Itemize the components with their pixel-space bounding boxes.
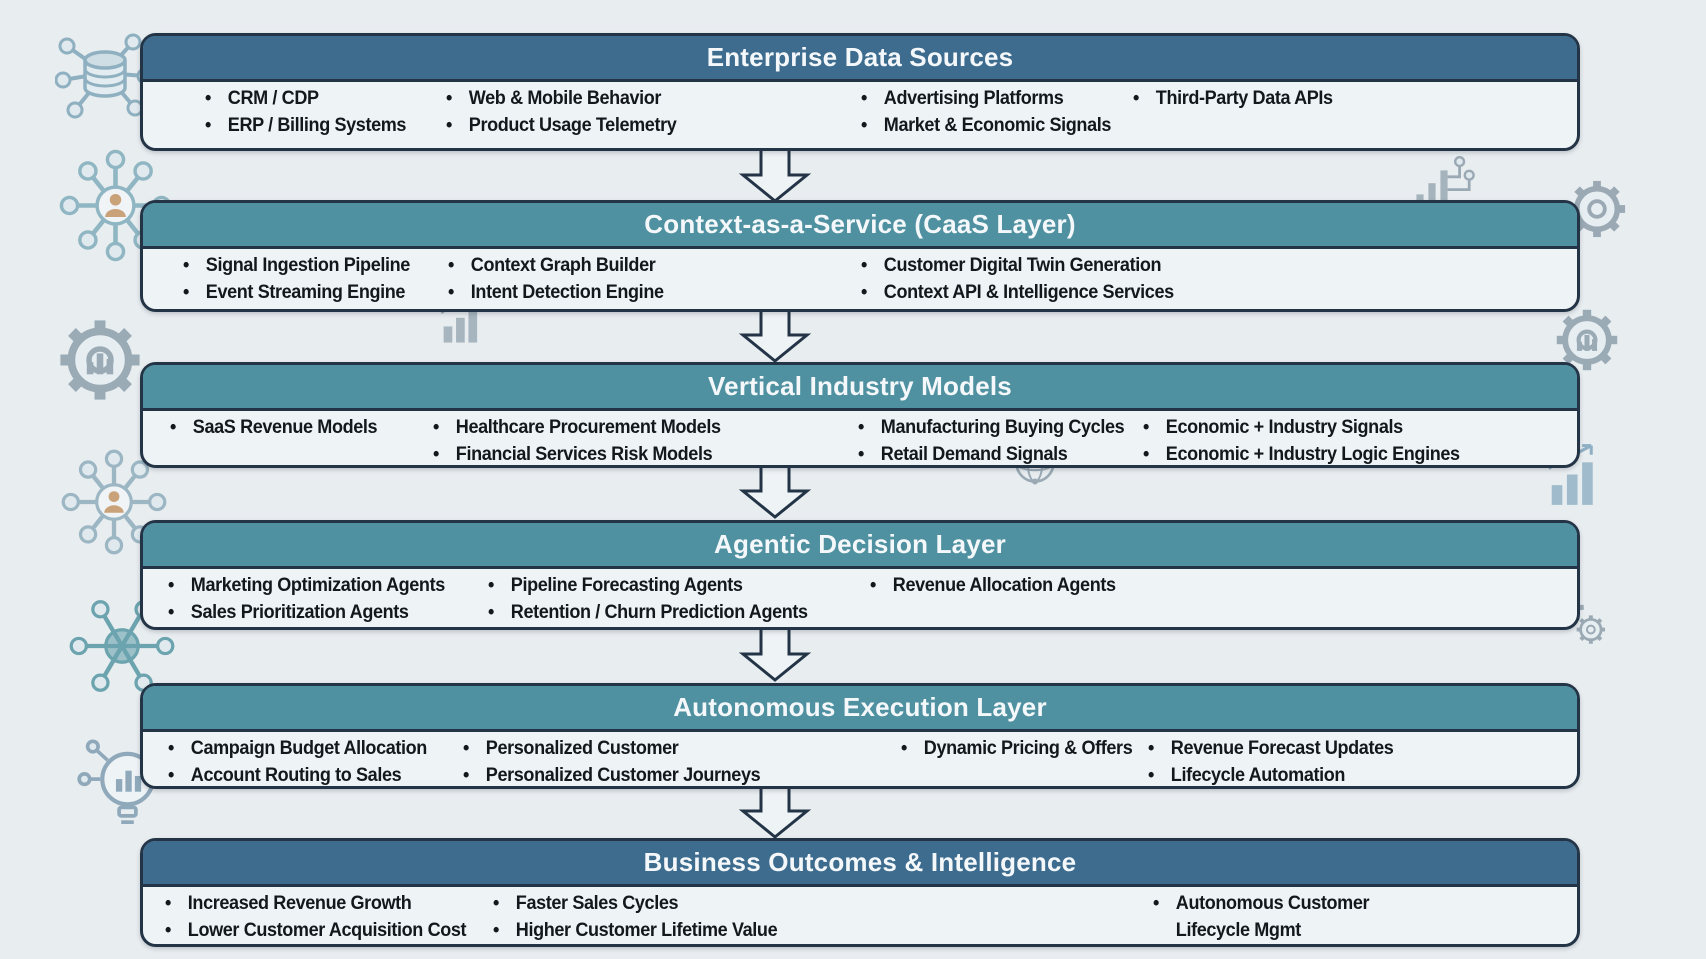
list-item: Context Graph Builder bbox=[448, 252, 664, 279]
layer-body: Marketing Optimization Agents Sales Prio… bbox=[143, 569, 1577, 623]
list-item: Healthcare Procurement Models bbox=[433, 414, 721, 441]
list-item: Financial Services Risk Models bbox=[433, 441, 721, 468]
column: Revenue Forecast Updates Lifecycle Autom… bbox=[1148, 735, 1394, 789]
layer-title: Agentic Decision Layer bbox=[714, 529, 1006, 559]
column: Signal Ingestion Pipeline Event Streamin… bbox=[183, 252, 411, 306]
layer-context-as-a-service: Context-as-a-Service (CaaS Layer) Signal… bbox=[140, 200, 1580, 312]
column: Healthcare Procurement Models Financial … bbox=[433, 414, 721, 468]
list-item: Lower Customer Acquisition Cost bbox=[165, 917, 467, 944]
column: Customer Digital Twin Generation Context… bbox=[861, 252, 1174, 306]
list-item: Revenue Forecast Updates bbox=[1148, 735, 1394, 762]
list-item: SaaS Revenue Models bbox=[170, 414, 378, 441]
column: CRM / CDP ERP / Billing Systems bbox=[205, 85, 407, 139]
list-item: Intent Detection Engine bbox=[448, 279, 664, 306]
gear-chart-icon bbox=[45, 305, 155, 415]
down-arrow bbox=[738, 783, 812, 839]
layer-title: Context-as-a-Service (CaaS Layer) bbox=[644, 209, 1076, 239]
layer-autonomous-execution: Autonomous Execution Layer Campaign Budg… bbox=[140, 683, 1580, 789]
list-item: ERP / Billing Systems bbox=[205, 112, 407, 139]
layer-header: Vertical Industry Models bbox=[143, 365, 1577, 411]
layer-header: Agentic Decision Layer bbox=[143, 523, 1577, 569]
list-item: Web & Mobile Behavior bbox=[446, 85, 676, 112]
layer-body: Signal Ingestion Pipeline Event Streamin… bbox=[143, 249, 1577, 303]
column: Increased Revenue Growth Lower Customer … bbox=[165, 890, 467, 944]
layer-body: SaaS Revenue Models Healthcare Procureme… bbox=[143, 411, 1577, 465]
list-item: Signal Ingestion Pipeline bbox=[183, 252, 411, 279]
column: Advertising Platforms Market & Economic … bbox=[861, 85, 1112, 139]
list-item: Account Routing to Sales bbox=[168, 762, 427, 789]
list-item: Marketing Optimization Agents bbox=[168, 572, 445, 599]
list-item: Third-Party Data APIs bbox=[1133, 85, 1333, 112]
layer-vertical-industry-models: Vertical Industry Models SaaS Revenue Mo… bbox=[140, 362, 1580, 468]
down-arrow bbox=[738, 147, 812, 203]
list-item: Retail Demand Signals bbox=[858, 441, 1124, 468]
column: Third-Party Data APIs bbox=[1133, 85, 1333, 112]
list-item: Manufacturing Buying Cycles bbox=[858, 414, 1125, 441]
list-item: Advertising Platforms bbox=[861, 85, 1111, 112]
list-item: Faster Sales Cycles bbox=[493, 890, 777, 917]
down-arrow bbox=[738, 626, 812, 682]
layer-enterprise-data-sources: Enterprise Data Sources CRM / CDP ERP / … bbox=[140, 33, 1580, 151]
list-item: Economic + Industry Logic Engines bbox=[1143, 441, 1460, 468]
list-item: Dynamic Pricing & Offers bbox=[901, 735, 1133, 762]
list-item: Lifecycle Automation bbox=[1148, 762, 1393, 789]
column: Economic + Industry Signals Economic + I… bbox=[1143, 414, 1460, 468]
down-arrow bbox=[738, 307, 812, 363]
list-item: Customer Digital Twin Generation bbox=[861, 252, 1174, 279]
list-item: Market & Economic Signals bbox=[861, 112, 1112, 139]
list-item: CRM / CDP bbox=[205, 85, 406, 112]
list-item: Revenue Allocation Agents bbox=[870, 572, 1116, 599]
list-item: Product Usage Telemetry bbox=[446, 112, 677, 139]
layer-title: Business Outcomes & Intelligence bbox=[643, 847, 1077, 877]
layer-body: CRM / CDP ERP / Billing Systems Web & Mo… bbox=[143, 82, 1577, 142]
list-item: Sales Prioritization Agents bbox=[168, 599, 445, 626]
layer-body: Increased Revenue Growth Lower Customer … bbox=[143, 887, 1577, 941]
layer-agentic-decision: Agentic Decision Layer Marketing Optimiz… bbox=[140, 520, 1580, 630]
list-item: Personalized Customer Journeys bbox=[463, 762, 761, 789]
list-item: Context API & Intelligence Services bbox=[861, 279, 1174, 306]
column: Manufacturing Buying Cycles Retail Deman… bbox=[858, 414, 1125, 468]
column: Dynamic Pricing & Offers bbox=[901, 735, 1133, 762]
list-item: Retention / Churn Prediction Agents bbox=[488, 599, 808, 626]
column: Campaign Budget Allocation Account Routi… bbox=[168, 735, 428, 789]
list-item: Personalized Customer bbox=[463, 735, 760, 762]
column: Web & Mobile Behavior Product Usage Tele… bbox=[446, 85, 677, 139]
layer-header: Context-as-a-Service (CaaS Layer) bbox=[143, 203, 1577, 249]
layer-body: Campaign Budget Allocation Account Routi… bbox=[143, 732, 1577, 786]
column: Pipeline Forecasting Agents Retention / … bbox=[488, 572, 808, 626]
layer-business-outcomes: Business Outcomes & Intelligence Increas… bbox=[140, 838, 1580, 947]
list-item: Increased Revenue Growth bbox=[165, 890, 466, 917]
layer-title: Vertical Industry Models bbox=[708, 371, 1012, 401]
list-item: Autonomous Customer Lifecycle Mgmt bbox=[1153, 890, 1413, 944]
column: Autonomous Customer Lifecycle Mgmt bbox=[1153, 890, 1413, 944]
layer-title: Autonomous Execution Layer bbox=[673, 692, 1047, 722]
column: Faster Sales Cycles Higher Customer Life… bbox=[493, 890, 778, 944]
list-item: Economic + Industry Signals bbox=[1143, 414, 1460, 441]
layer-header: Business Outcomes & Intelligence bbox=[143, 841, 1577, 887]
layer-title: Enterprise Data Sources bbox=[706, 42, 1014, 72]
list-item: Pipeline Forecasting Agents bbox=[488, 572, 808, 599]
list-item: Campaign Budget Allocation bbox=[168, 735, 428, 762]
column: Context Graph Builder Intent Detection E… bbox=[448, 252, 664, 306]
column: Personalized Customer Personalized Custo… bbox=[463, 735, 761, 789]
layer-header: Autonomous Execution Layer bbox=[143, 686, 1577, 732]
down-arrow bbox=[738, 463, 812, 519]
column: SaaS Revenue Models bbox=[170, 414, 378, 441]
list-item: Higher Customer Lifetime Value bbox=[493, 917, 778, 944]
list-item: Event Streaming Engine bbox=[183, 279, 410, 306]
layer-header: Enterprise Data Sources bbox=[143, 36, 1577, 82]
column: Marketing Optimization Agents Sales Prio… bbox=[168, 572, 445, 626]
column: Revenue Allocation Agents bbox=[870, 572, 1116, 599]
